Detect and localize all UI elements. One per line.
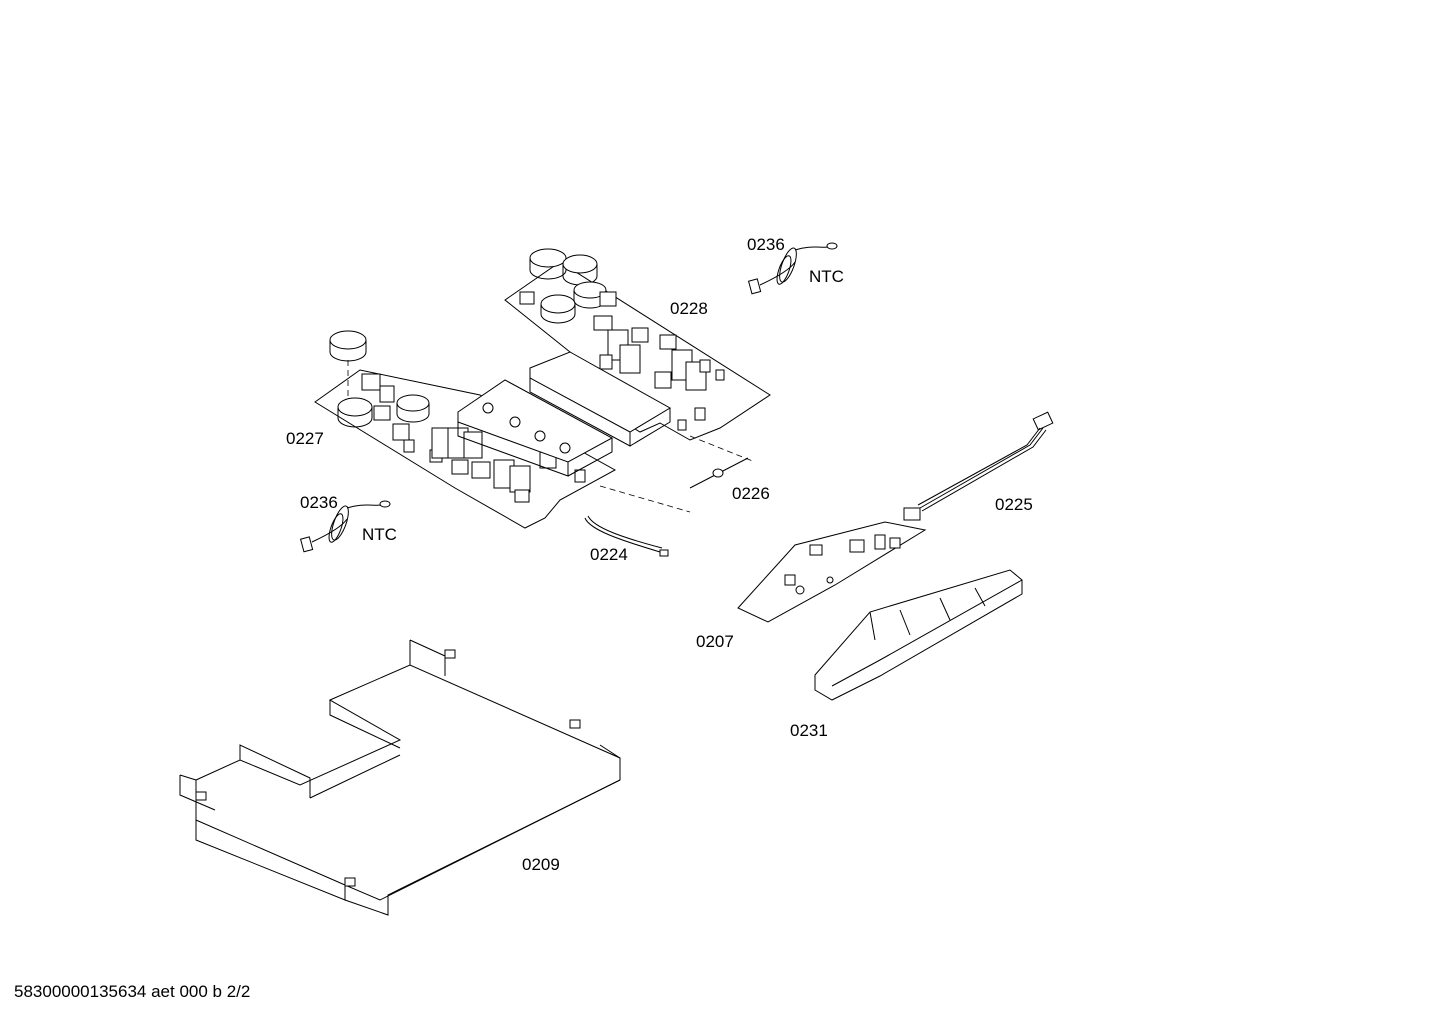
bottom-tray [179,639,621,916]
ntc-sensor-top-label: 0236 [747,235,785,254]
board-right-label: 0228 [670,299,708,318]
board-holder-label: 0231 [790,721,828,740]
connector-pin-label: 0226 [732,484,770,503]
bottom-tray-label: 0209 [522,855,560,874]
cable-harness [903,411,1054,521]
board-holder [814,569,1023,701]
power-board-left [314,330,617,529]
cable-small-label: 0224 [590,545,628,564]
connector-pin [689,457,749,489]
ntc-sensor-left-label: 0236 [300,493,338,512]
document-footer: 58300000135634 aet 000 b 2/2 [14,982,251,1001]
control-board-label: 0207 [696,632,734,651]
power-board-right [504,248,771,447]
ntc-sensor-top [747,242,838,295]
small-cable [584,515,669,557]
ntc-text-top-label: NTC [809,267,844,286]
board-left-label: 0227 [286,429,324,448]
cable-harness-label: 0225 [995,495,1033,514]
ntc-sensor-left [299,500,391,553]
control-board [737,521,927,623]
ntc-text-left-label: NTC [362,525,397,544]
